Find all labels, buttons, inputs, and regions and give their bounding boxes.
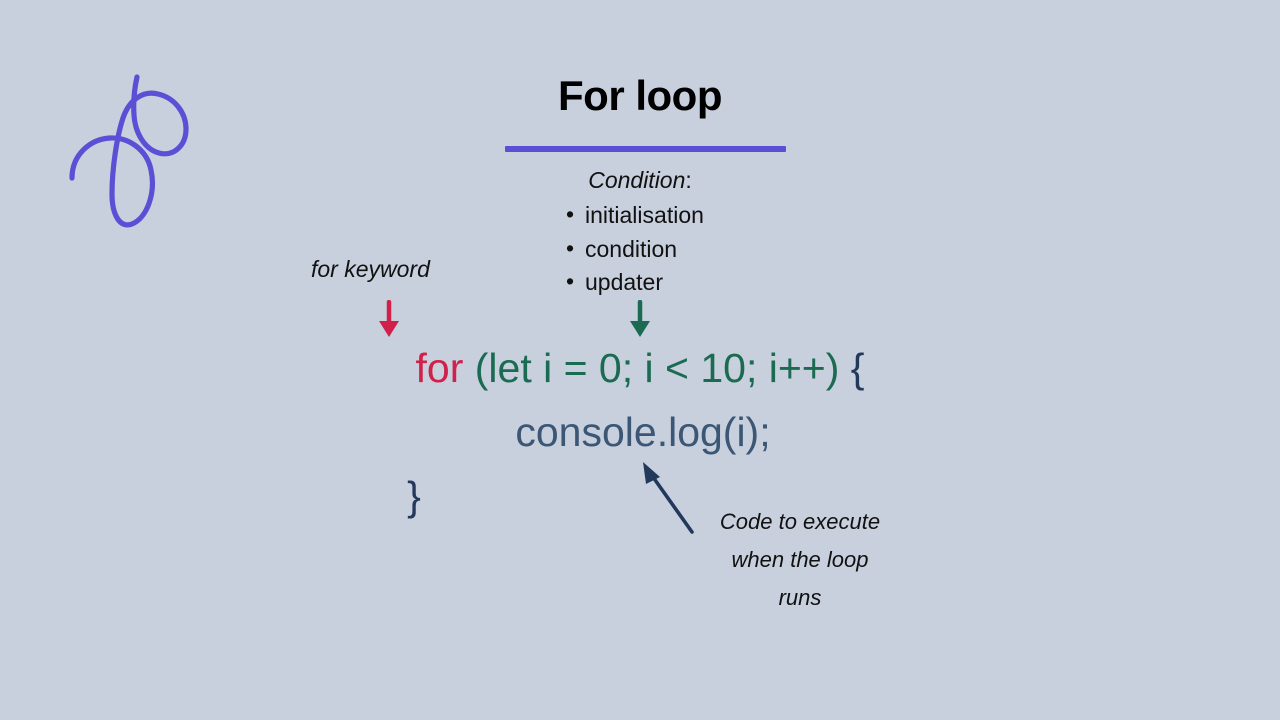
code-note-line-1: Code to execute (719, 509, 881, 534)
code-token-for-keyword: for (415, 345, 464, 391)
code-block: for (let i = 0; i < 10; i++) { console.l… (0, 336, 1280, 528)
title-underline-rule (505, 146, 786, 152)
code-token-open-brace: { (839, 345, 865, 391)
condition-heading: Condition: (0, 167, 1280, 194)
purple-squiggle-doodle (69, 74, 189, 228)
list-item: initialisation (566, 198, 704, 233)
condition-heading-text: Condition (588, 167, 686, 193)
code-execute-annotation: Code to execute when the loop runs (700, 503, 900, 617)
list-item: condition (566, 232, 704, 267)
page-title: For loop (558, 72, 722, 119)
for-keyword-annotation-label: for keyword (311, 256, 430, 282)
code-token-condition: (let i = 0; i < 10; i++) (463, 345, 840, 391)
green-down-arrow-icon (630, 300, 650, 337)
code-line-for: for (let i = 0; i < 10; i++) { (0, 336, 1280, 400)
code-line-close-brace: } (407, 473, 421, 519)
code-note-line-2: when the loop (731, 547, 869, 572)
list-item: updater (566, 265, 704, 300)
red-down-arrow-icon (379, 300, 399, 337)
condition-heading-colon: : (685, 167, 692, 193)
code-line-console-log: console.log(i); (515, 409, 771, 455)
condition-list: initialisation condition updater (566, 198, 704, 300)
code-note-line-3: runs (778, 585, 822, 610)
navy-diagonal-arrow-icon (643, 462, 694, 534)
